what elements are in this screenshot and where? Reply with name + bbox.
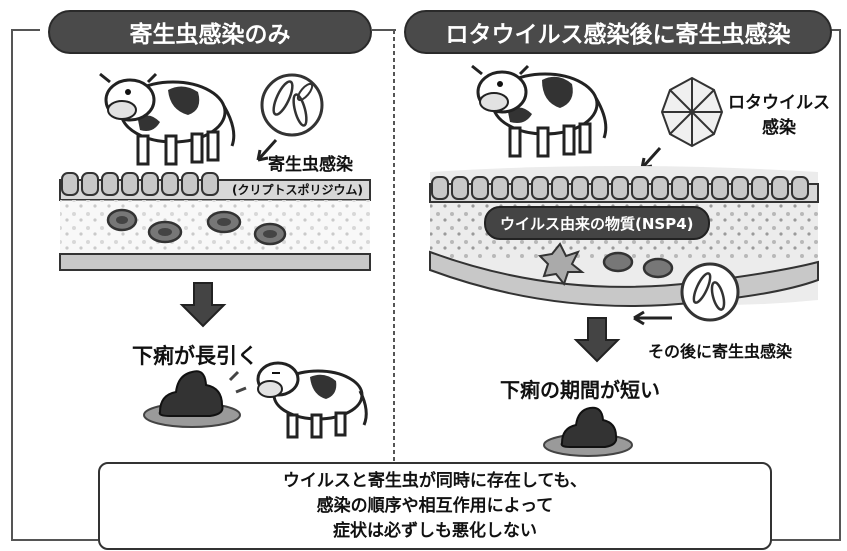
left-down-arrow bbox=[179, 282, 227, 328]
left-stool-icon bbox=[143, 370, 247, 428]
summary-line-1: ウイルスと寄生虫が同時に存在しても、 bbox=[282, 470, 588, 491]
later-infection-label: その後に寄生虫感染 bbox=[648, 342, 793, 361]
left-intestine-illustration bbox=[59, 172, 371, 271]
summary-box: ウイルスと寄生虫が同時に存在しても、 感染の順序や相互作用によって 症状は必ずし… bbox=[98, 462, 772, 550]
left-panel-title: 寄生虫感染のみ bbox=[48, 10, 372, 54]
summary-line-2: 感染の順序や相互作用によって bbox=[316, 495, 554, 516]
panel-frames bbox=[11, 29, 841, 541]
right-down-arrow bbox=[573, 317, 621, 363]
left-sick-cow-icon bbox=[256, 361, 368, 439]
summary-line-3: 症状は必ずしも悪化しない bbox=[333, 520, 537, 541]
left-cow-icon bbox=[99, 72, 236, 166]
right-intestine-illustration bbox=[429, 166, 819, 322]
left-parasite-icon bbox=[260, 73, 324, 137]
rotavirus-label-line2: 感染 bbox=[762, 118, 796, 138]
left-infection-arrow bbox=[256, 138, 278, 162]
left-infection-label: 寄生虫感染 bbox=[268, 155, 353, 175]
viral-substance-badge: ウイルス由来の物質(NSP4) bbox=[484, 206, 710, 240]
left-parasite-name: (クリプトスポリジウム) bbox=[232, 183, 363, 197]
rotavirus-icon bbox=[660, 76, 724, 148]
right-panel-title: ロタウイルス感染後に寄生虫感染 bbox=[404, 10, 832, 54]
right-stool-icon bbox=[543, 406, 633, 457]
rotavirus-label: ロタウイルス 感染 bbox=[728, 88, 830, 138]
rotavirus-label-line1: ロタウイルス bbox=[728, 93, 830, 113]
right-outcome-text: 下痢の期間が短い bbox=[500, 378, 660, 402]
right-virus-arrow bbox=[640, 146, 662, 170]
left-outcome-text: 下痢が長引く bbox=[132, 344, 258, 368]
right-cow-icon bbox=[471, 64, 608, 158]
